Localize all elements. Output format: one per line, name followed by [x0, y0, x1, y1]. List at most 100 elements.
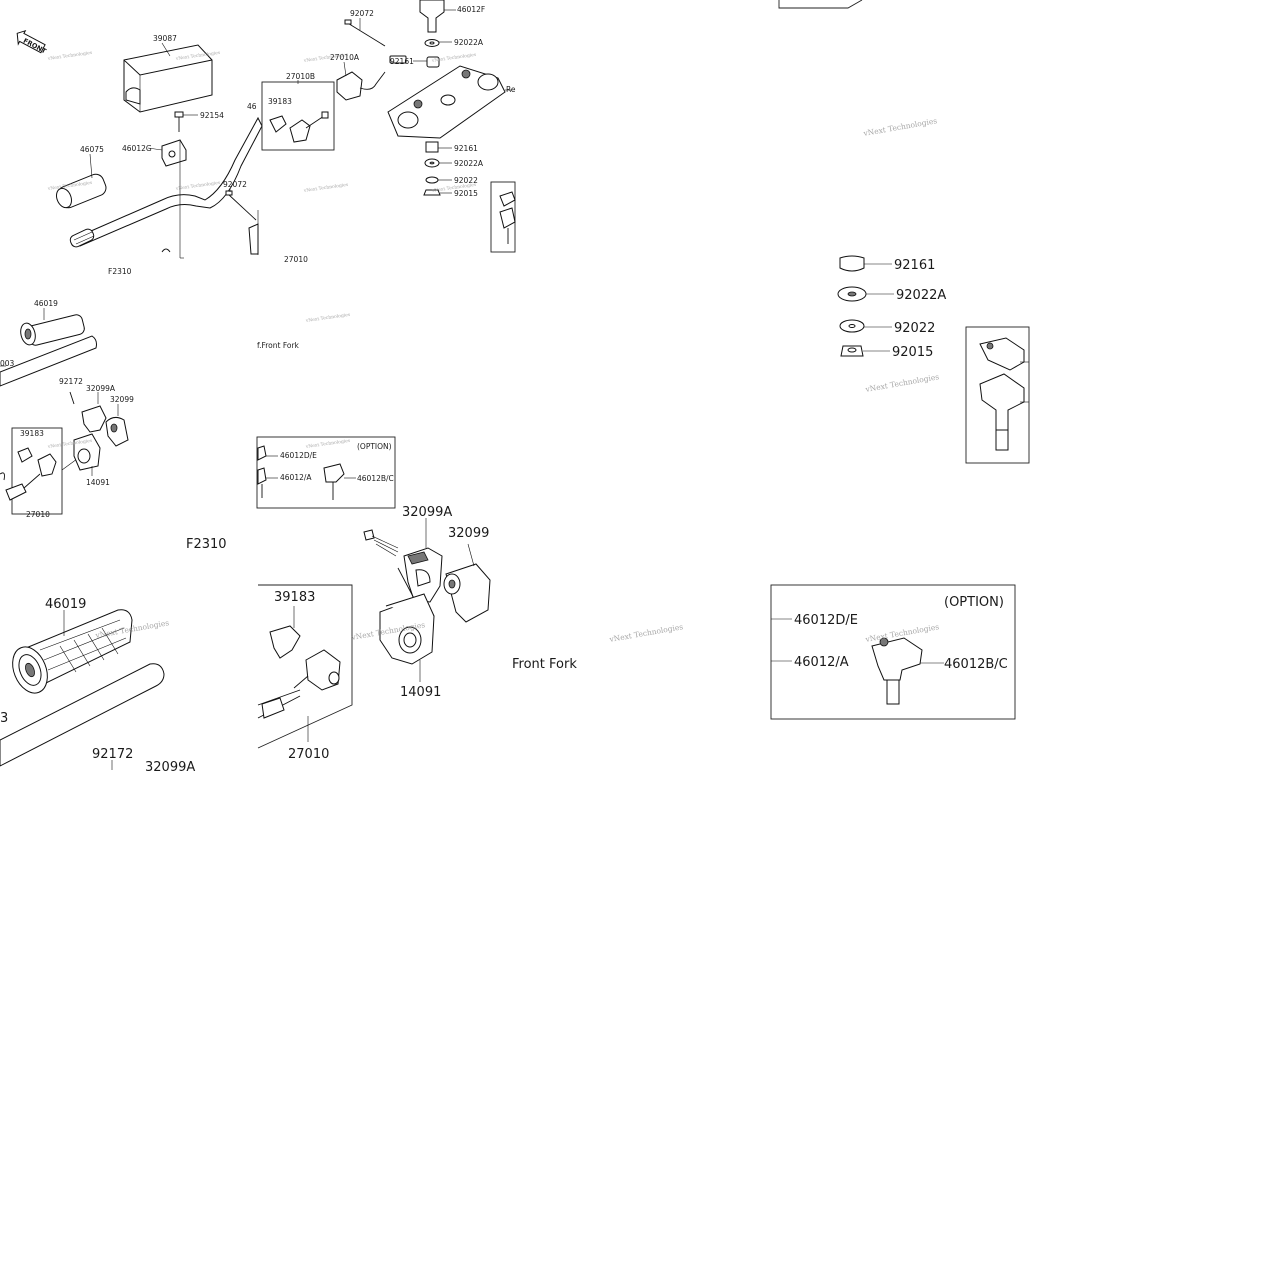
detail-cover-14091	[379, 593, 435, 682]
label-39087: 39087	[153, 34, 177, 43]
switch-27010a	[336, 55, 407, 101]
watermark: vNext Technologies	[302, 52, 349, 64]
label-32099a-cut: 32099A	[402, 505, 452, 520]
label-92022a-top: 92022A	[454, 38, 484, 47]
label-ref-partial: Re	[506, 85, 516, 94]
label-46019: 46019	[45, 597, 86, 612]
label-46-partial: 46	[247, 102, 257, 111]
watermark: vNext Technologies	[174, 180, 221, 192]
switch-27010b-group	[261, 81, 335, 151]
label-3-partial: 3	[0, 711, 8, 726]
detail-top-partial-frame	[778, 0, 863, 9]
label-46012bc: 46012B/C	[944, 657, 1008, 672]
washer-stack-mid	[423, 141, 452, 196]
grip-end-46075	[56, 173, 107, 209]
label-27010-cut: 27010	[26, 510, 50, 519]
label-39183-top: 39183	[268, 97, 292, 106]
label-f2310: F2310	[186, 537, 227, 552]
label-front-fork-small: f.Front Fork	[257, 341, 300, 350]
clamp-46012g	[161, 139, 187, 259]
label-46075: 46075	[80, 145, 104, 154]
watermark: vNext Technologies	[304, 438, 351, 450]
watermark: vNext Technologies	[862, 116, 938, 138]
front-direction-badge: FRONT	[16, 29, 48, 56]
overview-throttle-housing	[69, 391, 129, 447]
partial-switch-bottom	[248, 210, 259, 255]
overview-option-box	[256, 436, 396, 509]
label-32099a: 32099A	[145, 760, 195, 775]
label-27010b: 27010B	[286, 72, 315, 81]
cable-tie-92072-mid	[225, 190, 257, 221]
label-f2310-small: F2310	[108, 267, 132, 276]
label-14091: 14091	[400, 685, 441, 700]
label-92022-mid: 92022	[454, 176, 478, 185]
label-92022a-mid: 92022A	[454, 159, 484, 168]
label-92022a: 92022A	[896, 288, 946, 303]
top-triple-clamp	[387, 65, 512, 139]
overview-switch-box	[5, 427, 93, 515]
label-option: (OPTION)	[944, 595, 1004, 610]
label-92022: 92022	[894, 321, 935, 336]
overview-leader-lines	[89, 18, 361, 192]
label-92172: 92172	[92, 747, 133, 762]
detail-option-box	[770, 584, 1016, 720]
handlebar-pad-39087	[123, 44, 213, 113]
overview-diagram: FRONT	[0, 0, 516, 519]
watermark: vNext Technologies	[608, 622, 684, 644]
bolt-partial	[161, 248, 171, 253]
detail-grip-46019	[12, 609, 133, 694]
label-option-small: (OPTION)	[357, 442, 392, 451]
label-003-partial: 003	[0, 359, 15, 368]
label-27010: 27010	[288, 747, 329, 762]
detail-riser-box	[965, 326, 1030, 464]
label-46012de-small: 46012D/E	[280, 451, 317, 460]
label-27010-top: 27010	[284, 255, 308, 264]
overview-labels: 92072 46012F 92022A 39087 27010A 92161 2…	[0, 5, 516, 519]
label-32099-small: 32099	[110, 395, 134, 404]
label-92172-small: 92172	[59, 377, 83, 386]
label-32099a-small: 32099A	[86, 384, 116, 393]
label-92154: 92154	[200, 111, 224, 120]
label-92072-top: 92072	[350, 9, 374, 18]
label-46012bc-small: 46012B/C	[357, 474, 394, 483]
overview-grip-46019	[20, 308, 85, 346]
label-46012a: 46012/A	[794, 655, 849, 670]
label-46012g: 46012G	[122, 144, 152, 153]
label-27010a: 27010A	[330, 53, 360, 62]
detail-washer-stack	[837, 255, 894, 357]
label-92015: 92015	[892, 345, 933, 360]
bolt-92154	[174, 111, 184, 132]
detail-housing-32099	[443, 543, 491, 623]
detail-housing-32099a	[397, 518, 443, 607]
detail-screw-92172	[111, 529, 399, 770]
label-92161: 92161	[894, 258, 935, 273]
label-46012a-small: 46012/A	[280, 473, 312, 482]
watermark: vNext Technologies	[46, 50, 93, 62]
label-46019-small: 46019	[34, 299, 58, 308]
watermark: vNext Technologies	[864, 372, 940, 394]
detail-diagram: 92161 92022A 92022 92015 F2310 32099A 32…	[0, 0, 1030, 775]
detail-handlebar-tube	[0, 663, 165, 767]
riser-46012f	[419, 0, 456, 33]
watermark: vNext Technologies	[302, 182, 349, 194]
riser-preview-box	[490, 181, 516, 253]
detail-switch-box	[257, 584, 353, 749]
label-46012f: 46012F	[457, 5, 485, 14]
label-39183-small: 39183	[20, 429, 44, 438]
label-92015-mid: 92015	[454, 189, 478, 198]
overview-pipe	[0, 335, 97, 387]
label-92161-mid: 92161	[454, 144, 478, 153]
label-front-fork: Front Fork	[512, 657, 577, 672]
label-92072-mid: 92072	[223, 180, 247, 189]
label-46012de: 46012D/E	[794, 613, 858, 628]
overview-cover-14091	[73, 433, 101, 476]
washer-stack-top	[413, 39, 452, 68]
label-92161-top: 92161	[390, 57, 414, 66]
detail-labels: 92161 92022A 92022 92015 F2310 32099A 32…	[0, 258, 1008, 775]
label-14091-small: 14091	[86, 478, 110, 487]
watermark: vNext Technologies	[430, 52, 477, 64]
label-32099: 32099	[448, 526, 489, 541]
overview-partial-left	[0, 472, 5, 481]
label-39183: 39183	[274, 590, 315, 605]
